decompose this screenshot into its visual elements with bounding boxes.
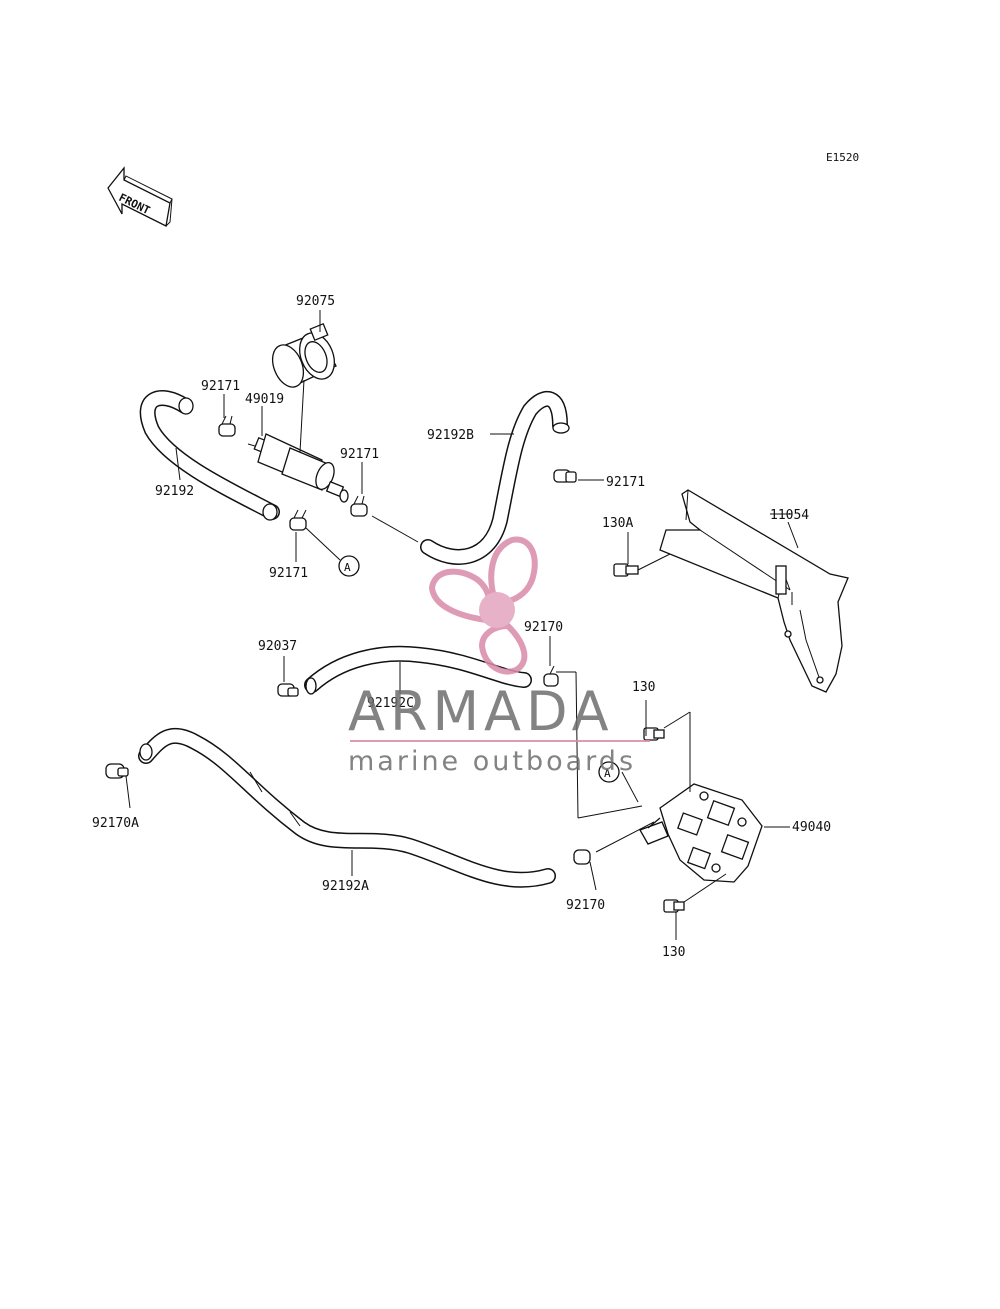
watermark-tagline: marine outboards	[348, 746, 636, 777]
propeller-logo-icon	[428, 536, 538, 675]
label-92192: 92192	[155, 484, 194, 499]
hose-92192A	[138, 727, 556, 888]
clamp-92171-a	[218, 415, 236, 437]
sleeve-92075	[271, 322, 337, 388]
label-130-a: 130	[632, 680, 655, 695]
clamp-92171-b	[289, 509, 307, 531]
hose-92192B	[420, 390, 570, 565]
label-11054: 11054	[770, 508, 809, 523]
label-130-b: 130	[662, 945, 685, 960]
label-92171-a: 92171	[201, 379, 240, 394]
label-130A: 130A	[602, 516, 633, 531]
watermark-brand: ARMADA	[348, 680, 614, 743]
bracket-11054	[659, 489, 849, 693]
clamp-92170-a	[543, 665, 559, 687]
bolt-130-a	[643, 727, 665, 741]
label-49040: 49040	[792, 820, 831, 835]
clamp-92171-c	[350, 495, 368, 517]
watermark: ARMADA marine outboards	[348, 536, 650, 777]
front-arrow-icon: FRONT	[107, 166, 173, 227]
label-92171-c: 92171	[340, 447, 379, 462]
part-labels: 92075 92171 49019 92192 92171 92171 9219…	[92, 294, 831, 960]
label-92192B: 92192B	[427, 428, 474, 443]
clamp-92171-d	[553, 469, 577, 483]
label-92192C: 92192C	[367, 696, 414, 711]
label-92170-b: 92170	[566, 898, 605, 913]
leader-lines	[125, 310, 799, 940]
label-92170-a: 92170	[524, 620, 563, 635]
bolt-130-b	[663, 899, 685, 913]
label-92192A: 92192A	[322, 879, 369, 894]
hose-92192	[139, 390, 280, 521]
marker-a-2: A	[598, 761, 620, 783]
label-92171-d: 92171	[606, 475, 645, 490]
label-92075: 92075	[296, 294, 335, 309]
label-92170A: 92170A	[92, 816, 139, 831]
fuel-pump-49040	[639, 783, 763, 883]
clamp-92170A	[105, 763, 129, 779]
diagram-code: E1520	[826, 151, 859, 164]
marker-a-2-label: A	[604, 767, 611, 780]
label-92037: 92037	[258, 639, 297, 654]
label-49019: 49019	[245, 392, 284, 407]
hose-92192C	[304, 645, 532, 695]
marker-a-1-label: A	[344, 561, 351, 574]
marker-a-1: A	[338, 555, 360, 577]
label-92171-b: 92171	[269, 566, 308, 581]
bolt-130A	[613, 563, 639, 577]
clamp-92037	[277, 683, 299, 697]
fuel-filter-49019	[247, 433, 349, 503]
clamp-92170-b	[573, 849, 591, 865]
